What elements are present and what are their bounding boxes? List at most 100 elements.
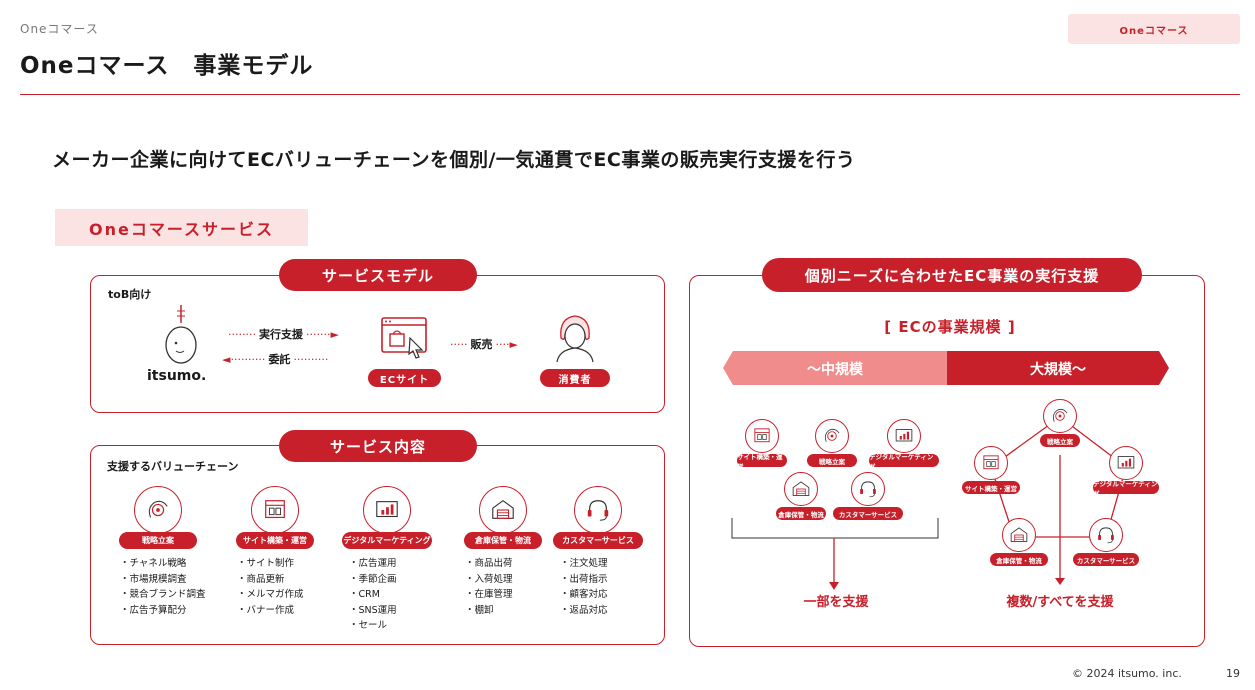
brain-gear-icon xyxy=(824,428,840,442)
chart-monitor-icon xyxy=(376,501,398,518)
bullet-item: ・広告運用 xyxy=(349,558,397,569)
small-scale-node-label: カスタマーサービス xyxy=(833,507,903,520)
sales-arrow: ·····販売····► xyxy=(450,337,518,352)
ec-site-pill: ECサイト xyxy=(368,369,441,387)
value-chain-bullets: ・広告運用・季節企画・CRM ・SNS運用・セール xyxy=(349,556,397,634)
bullet-item: ・セール xyxy=(349,620,388,631)
value-chain-icon-circle xyxy=(251,486,299,534)
bullet-item: ・返品対応 xyxy=(560,604,608,616)
small-scale-node-icon xyxy=(815,419,849,453)
bullet-item: ・競合ブランド調査 xyxy=(120,589,206,600)
target-label: toB向け xyxy=(108,288,152,301)
bullet-item: ・商品更新 xyxy=(237,573,285,585)
execute-arrow: ········実行支援·······► xyxy=(228,327,339,342)
bullet-item: ・在庫管理 xyxy=(465,589,513,600)
value-chain-label: 倉庫保管・物流 xyxy=(464,532,542,549)
large-scale-node-icon xyxy=(1089,518,1123,552)
large-scale-node-label: カスタマーサービス xyxy=(1073,553,1139,566)
warehouse-icon xyxy=(492,500,514,519)
small-scale-node-icon xyxy=(784,472,818,506)
delegate-arrow: ◄··········委託·········· xyxy=(222,352,329,367)
large-scale-node-label: 戦略立案 xyxy=(1040,434,1080,447)
service-content-pill: サービス内容 xyxy=(279,430,477,462)
small-scale-node-label: サイト構築・運営 xyxy=(737,453,787,471)
large-scale-node-label: サイト構築・運営 xyxy=(962,481,1020,494)
value-chain-label: 戦略立案 xyxy=(119,532,197,549)
bullet-item: ・広告予算配分 xyxy=(120,604,187,616)
small-scale-node-icon xyxy=(887,419,921,453)
small-scale-node-label: 戦略立案 xyxy=(807,454,857,467)
bullet-item: ・SNS運用 xyxy=(349,604,397,616)
chart-monitor-icon xyxy=(1117,456,1135,469)
bullet-item: ・バナー作成 xyxy=(237,604,295,616)
bullet-item: ・商品出荷 xyxy=(465,558,513,569)
value-chain-label: デジタルマーケティング xyxy=(342,532,432,549)
value-chain-bullets: ・サイト制作・商品更新・メルマガ作成・バナー作成 xyxy=(237,556,304,618)
bullet-item: ・季節企画 xyxy=(349,573,397,585)
value-chain-label: カスタマーサービス xyxy=(553,532,643,549)
value-chain-icon-circle xyxy=(363,486,411,534)
sales-arrow-label: 販売 xyxy=(470,338,493,351)
large-scale-node-icon xyxy=(974,446,1008,480)
small-caption: 一部を支援 xyxy=(803,595,869,610)
site-build-icon xyxy=(983,455,999,470)
scale-small-label: ～中規模 xyxy=(807,362,863,378)
bullet-item: ・サイト制作 xyxy=(237,558,295,569)
brain-gear-icon xyxy=(148,500,168,518)
value-chain-bullets: ・商品出荷・入荷処理・在庫管理・棚卸 xyxy=(465,556,513,618)
scale-arrow xyxy=(723,351,1169,385)
section-label: Oneコマースサービス xyxy=(55,209,308,246)
large-caption: 複数/すべてを支援 xyxy=(1006,595,1114,610)
scale-large-label: 大規模～ xyxy=(1030,362,1086,378)
site-build-icon xyxy=(754,428,770,443)
site-build-icon xyxy=(265,500,285,519)
breadcrumb: Oneコマース xyxy=(20,22,99,36)
delegate-arrow-label: 委託 xyxy=(268,353,291,366)
value-chain-subtitle: 支援するバリューチェーン xyxy=(107,460,239,473)
bullet-item: ・CRM xyxy=(349,589,380,600)
itsumo-logo: itsumo. xyxy=(147,368,207,384)
bullet-item: ・顧客対応 xyxy=(560,589,608,600)
small-scale-node-label: デジタルマーケティング xyxy=(869,453,939,471)
consumer-icon xyxy=(551,312,599,368)
large-scale-node-icon xyxy=(1043,399,1077,433)
large-scale-node-icon xyxy=(1002,518,1036,552)
consumer-pill: 消費者 xyxy=(540,369,610,387)
warehouse-icon xyxy=(1010,527,1028,542)
page-title: Oneコマース 事業モデル xyxy=(20,53,314,79)
ec-site-icon xyxy=(380,316,428,364)
small-scale-node-icon xyxy=(851,472,885,506)
scale-title: [ ECの事業規模 ] xyxy=(884,318,1016,336)
bullet-item: ・入荷処理 xyxy=(465,573,513,585)
value-chain-icon-circle xyxy=(479,486,527,534)
headset-icon xyxy=(587,500,609,521)
headline: メーカー企業に向けてECバリューチェーンを個別/一気通貫でEC事業の販売実行支援… xyxy=(52,149,856,171)
section-tag: Oneコマース xyxy=(1068,14,1240,44)
service-model-pill: サービスモデル xyxy=(279,259,477,291)
bullet-item: ・棚卸 xyxy=(465,604,494,616)
brain-gear-icon xyxy=(1052,408,1068,422)
support-panel-pill: 個別ニーズに合わせたEC事業の実行支援 xyxy=(762,258,1142,292)
headset-icon xyxy=(860,481,876,498)
value-chain-bullets: ・注文処理・出荷指示・顧客対応・返品対応 xyxy=(560,556,608,618)
itsumo-mascot-icon xyxy=(160,303,202,369)
value-chain-label: サイト構築・運営 xyxy=(236,532,314,549)
warehouse-icon xyxy=(792,481,810,496)
small-scale-node-label: 倉庫保管・物流 xyxy=(776,507,826,520)
chart-monitor-icon xyxy=(895,429,913,442)
headset-icon xyxy=(1098,527,1114,544)
value-chain-bullets: ・チャネル戦略・市場規模調査・競合ブランド調査・広告予算配分 xyxy=(120,556,206,618)
page-number: 19 xyxy=(1226,667,1240,680)
bullet-item: ・注文処理 xyxy=(560,558,608,569)
execute-arrow-label: 実行支援 xyxy=(258,328,303,341)
copyright: © 2024 itsumo. inc. xyxy=(1072,667,1182,680)
large-scale-node-label: 倉庫保管・物流 xyxy=(990,553,1048,566)
title-divider xyxy=(20,94,1240,95)
small-scale-node-icon xyxy=(745,419,779,453)
large-scale-node-label: デジタルマーケティング xyxy=(1093,479,1159,498)
small-bracket xyxy=(731,518,939,590)
bullet-item: ・市場規模調査 xyxy=(120,573,187,585)
bullet-item: ・チャネル戦略 xyxy=(120,558,187,569)
value-chain-icon-circle xyxy=(574,486,622,534)
bullet-item: ・出荷指示 xyxy=(560,573,608,585)
